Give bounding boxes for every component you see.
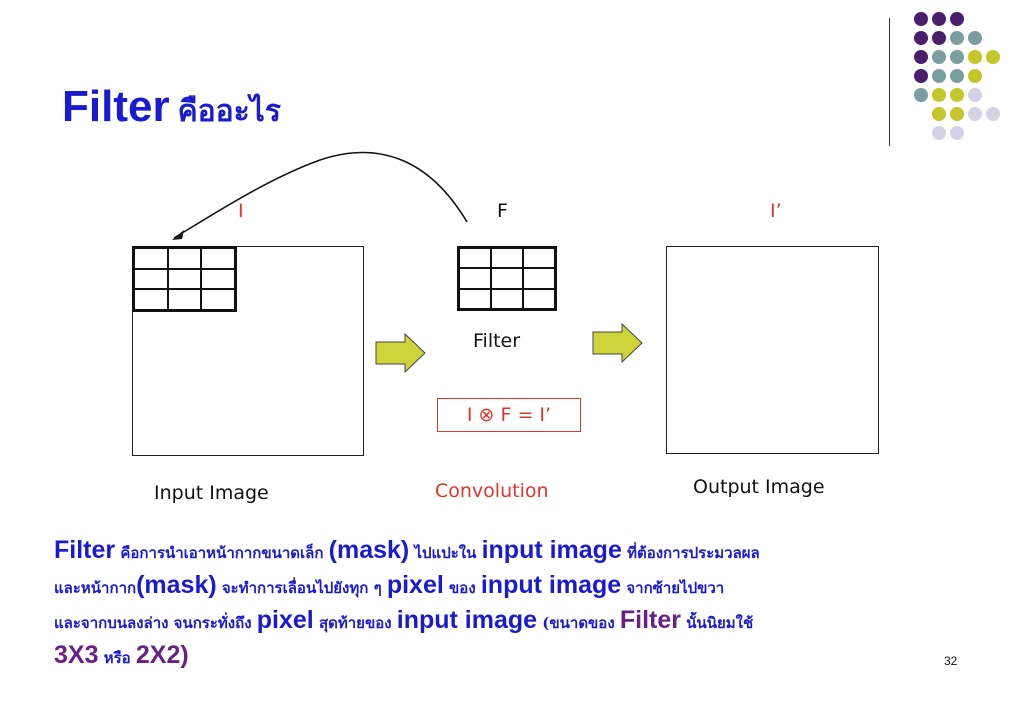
slide-title-thai: คืออะไร	[177, 94, 281, 129]
decorative-dot	[986, 50, 1000, 64]
para-term-filter: Filter	[54, 536, 116, 564]
decorative-dot	[950, 31, 964, 45]
page-number: 32	[944, 654, 958, 668]
para-size-3x3: 3X3	[54, 641, 99, 669]
para-term-pixel: pixel	[256, 606, 314, 634]
curved-arrow	[172, 151, 468, 240]
para-text: ของ	[443, 579, 481, 597]
para-term-input-image: input image	[480, 571, 622, 599]
decorative-divider	[889, 18, 890, 146]
decorative-dot	[932, 50, 946, 64]
input-image-box	[132, 246, 364, 456]
para-text: คือการนำเอาหน้ากากขนาดเล็ก	[115, 544, 329, 562]
decorative-dot	[932, 12, 946, 26]
para-term-filter: Filter	[619, 606, 681, 634]
para-term-input-image: input image	[396, 606, 538, 634]
decorative-dot	[932, 126, 946, 140]
convolution-formula-box: I ⊗ F = I’	[437, 398, 581, 432]
para-text: นั้นนิยมใช้	[681, 614, 754, 632]
decorative-dot	[932, 107, 946, 121]
slide-title-main: Filter	[62, 82, 170, 131]
filter-grid	[457, 246, 557, 311]
para-size-2x2: 2X2)	[135, 641, 189, 669]
decorative-dot	[968, 50, 982, 64]
decorative-dot	[914, 88, 928, 102]
label-input-symbol: I	[238, 200, 244, 222]
decorative-dot	[950, 107, 964, 121]
para-text: ที่ต้องการประมวลผล	[621, 544, 760, 562]
mask-grid-on-input	[132, 246, 237, 312]
decorative-dot	[968, 69, 982, 83]
para-text: จะทำการเลื่อนไปยังทุก ๆ	[216, 579, 387, 597]
decorative-dot	[914, 31, 928, 45]
block-arrow-right	[592, 323, 643, 363]
input-image-caption: Input Image	[154, 482, 269, 504]
curved-arrow-path	[173, 151, 468, 239]
decorative-dot	[932, 69, 946, 83]
curved-arrow-head	[172, 230, 184, 240]
para-text: หรือ	[98, 649, 136, 667]
description-paragraph: Filter คือการนำเอาหน้ากากขนาดเล็ก (mask)…	[54, 534, 964, 674]
output-image-box	[666, 246, 879, 454]
decorative-dot	[914, 50, 928, 64]
para-text: ไปแปะใน	[409, 544, 482, 562]
output-image-caption: Output Image	[693, 476, 825, 498]
para-text: สุดท้ายของ	[313, 614, 397, 632]
para-term-pixel: pixel	[386, 571, 444, 599]
para-text: และจากบนลงล่าง จนกระทั่งถึง	[54, 614, 257, 632]
decorative-dot	[950, 88, 964, 102]
decorative-dot	[968, 31, 982, 45]
decorative-dot	[932, 88, 946, 102]
decorative-dot-grid	[902, 12, 1012, 162]
para-text: และหน้ากาก	[54, 579, 137, 597]
decorative-dot	[914, 69, 928, 83]
decorative-dot	[950, 12, 964, 26]
convolution-caption: Convolution	[435, 480, 549, 502]
block-arrow-left	[375, 333, 426, 373]
para-text: (ขนาดของ	[537, 614, 620, 632]
decorative-dot	[914, 12, 928, 26]
para-term-mask: (mask)	[136, 571, 217, 599]
decorative-dot	[968, 107, 982, 121]
para-text: จากซ้ายไปขวา	[621, 579, 725, 597]
decorative-dot	[968, 88, 982, 102]
decorative-dot	[950, 50, 964, 64]
decorative-dot	[950, 69, 964, 83]
decorative-dot	[986, 107, 1000, 121]
label-output-symbol: I’	[770, 200, 782, 222]
decorative-dot	[932, 31, 946, 45]
para-term-input-image: input image	[481, 536, 622, 564]
filter-caption: Filter	[473, 330, 521, 352]
label-filter-symbol: F	[497, 200, 508, 222]
para-term-mask: (mask)	[328, 536, 410, 564]
convolution-formula: I ⊗ F = I’	[466, 404, 552, 426]
decorative-dot	[950, 126, 964, 140]
